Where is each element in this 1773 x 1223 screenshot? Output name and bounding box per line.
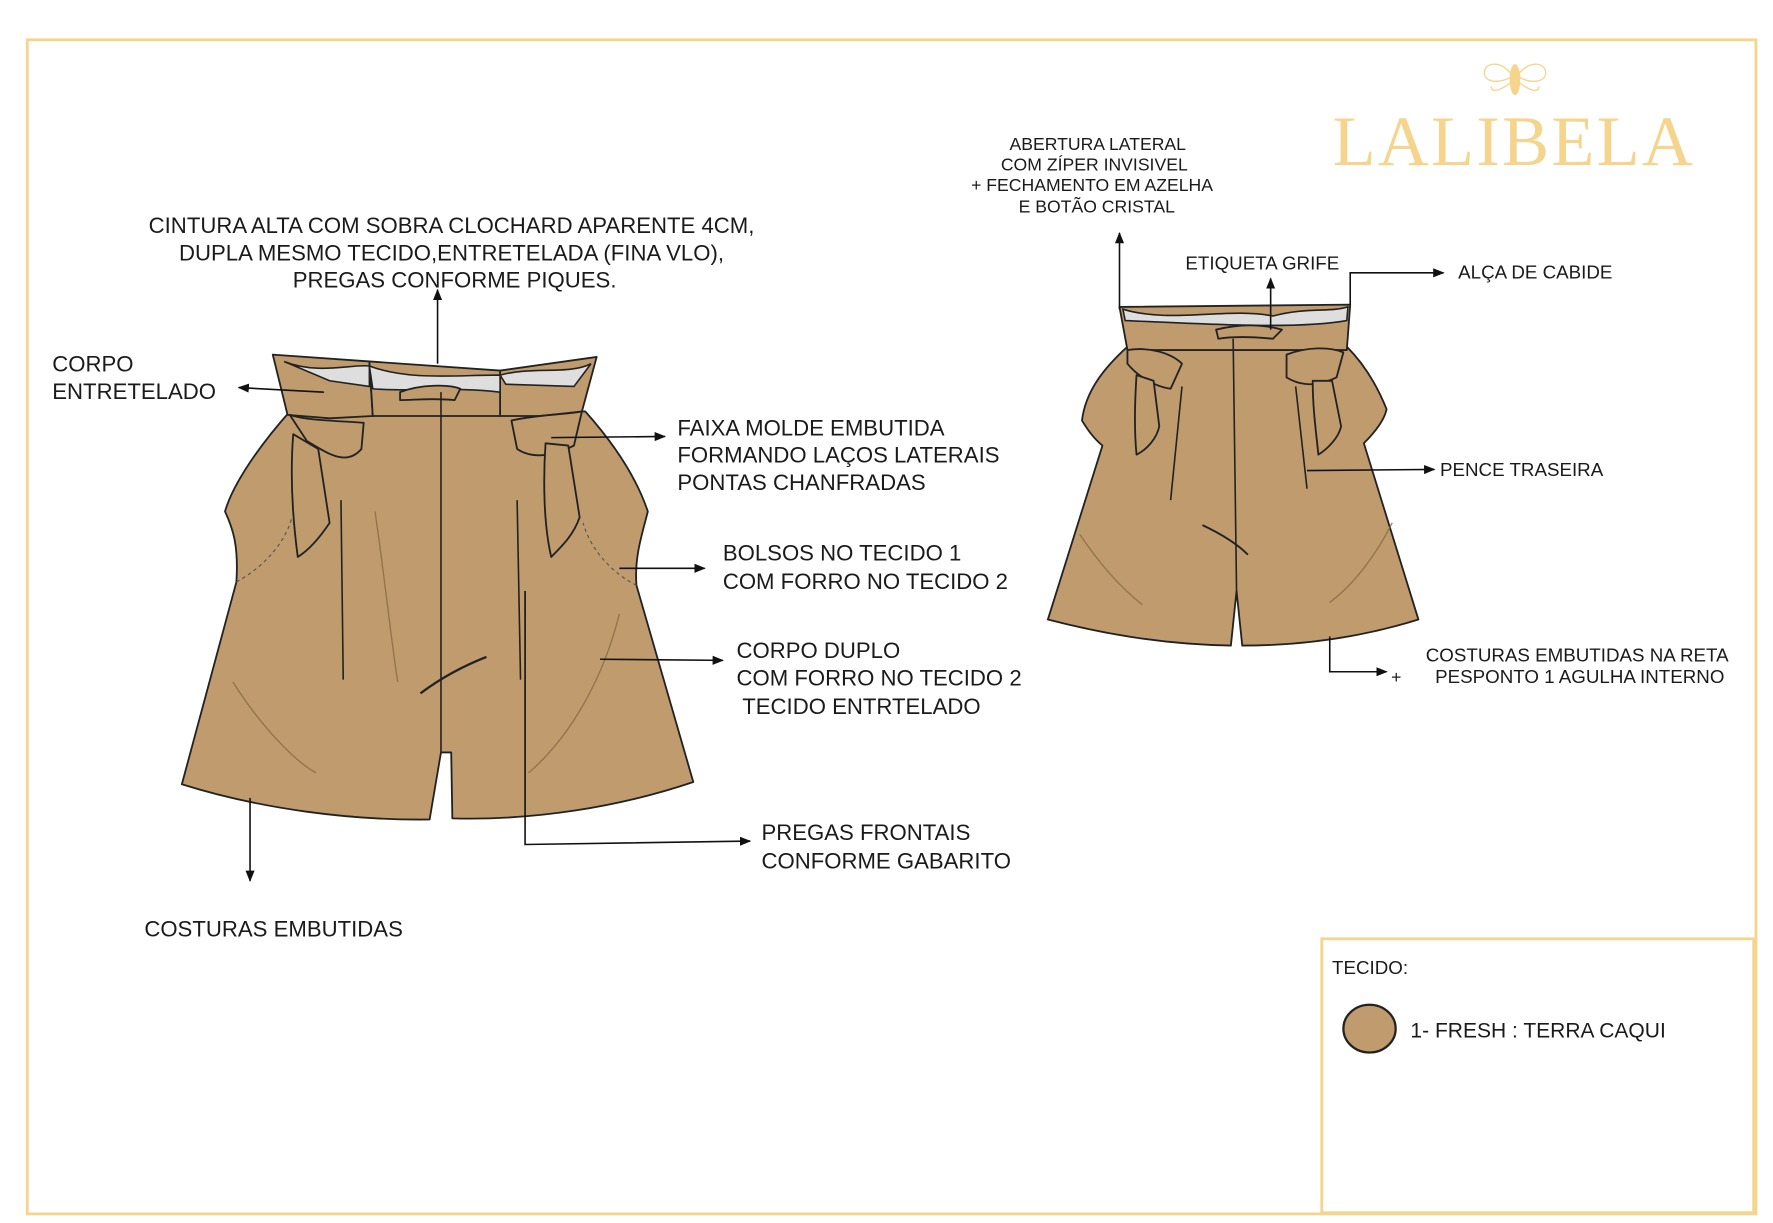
- back-shorts-drawing: [1046, 303, 1420, 647]
- double-body-note: CORPO DUPLO COM FORRO NO TECIDO 2 TECIDO…: [736, 638, 1027, 719]
- brand-logo: LALIBELA: [1333, 103, 1696, 181]
- waist-note: CINTURA ALTA COM SOBRA CLOCHARD APARENTE…: [149, 213, 761, 293]
- fabric-panel-frame: [1320, 937, 1756, 1215]
- belt-note: FAIXA MOLDE EMBUTIDA FORMANDO LAÇOS LATE…: [677, 415, 1005, 495]
- seams-plus: +: [1391, 667, 1401, 687]
- pockets-note: BOLSOS NO TECIDO 1 COM FORRO NO TECIDO 2: [723, 540, 1008, 593]
- front-shorts-drawing: [180, 353, 695, 821]
- fabric-title: TECIDO:: [1332, 957, 1408, 978]
- fabric-swatch-icon: [1342, 1003, 1397, 1054]
- body-interfacing-note: CORPO ENTRETELADO: [52, 352, 216, 404]
- opening-note: ABERTURA LATERAL COM ZÍPER INVISIVEL + F…: [971, 134, 1218, 217]
- page-frame: [25, 38, 1758, 1216]
- hanger-note: ALÇA DE CABIDE: [1458, 261, 1612, 282]
- label-note: ETIQUETA GRIFE: [1185, 252, 1339, 273]
- pleats-note: PREGAS FRONTAIS CONFORME GABARITO: [761, 820, 1010, 873]
- annotation-arrows: [237, 231, 1445, 882]
- back-seams-note: COSTURAS EMBUTIDAS NA RETA PESPONTO 1 AG…: [1426, 645, 1734, 688]
- dart-note: PENCE TRASEIRA: [1440, 459, 1604, 480]
- bee-logo-icon: [1483, 63, 1547, 96]
- front-seams-note: COSTURAS EMBUTIDAS: [144, 917, 403, 942]
- fabric-item-label: 1- FRESH : TERRA CAQUI: [1410, 1020, 1665, 1043]
